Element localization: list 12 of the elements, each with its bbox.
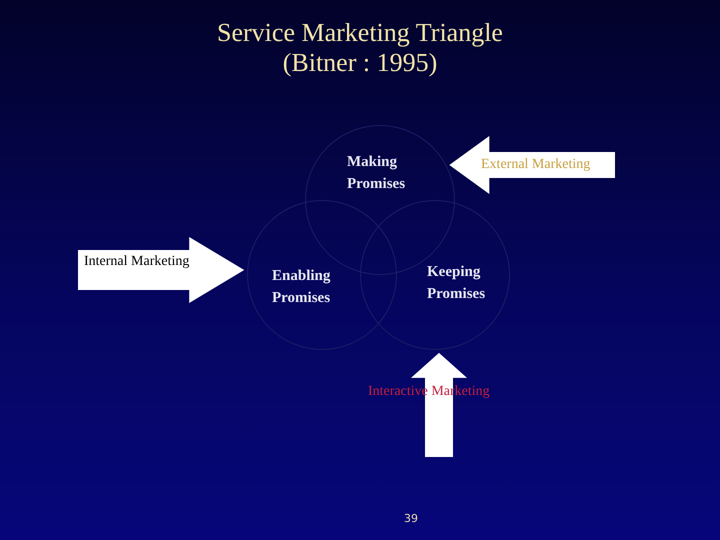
venn-circle xyxy=(360,200,510,350)
circle-label: Enabling Promises xyxy=(272,267,332,308)
circle-label: Making Promises xyxy=(347,153,406,194)
venn-circle xyxy=(247,200,397,350)
block-arrow xyxy=(411,352,467,457)
slide-title: Service Marketing Triangle (Bitner : 1995) xyxy=(216,18,504,78)
block-arrow xyxy=(449,136,615,194)
edge-label: Internal Marketing xyxy=(84,254,190,270)
block-arrow xyxy=(78,237,244,303)
edge-label: External Marketing xyxy=(481,157,590,173)
page-number: 39 xyxy=(404,512,418,525)
circle-label: Keeping Promises xyxy=(427,263,486,304)
